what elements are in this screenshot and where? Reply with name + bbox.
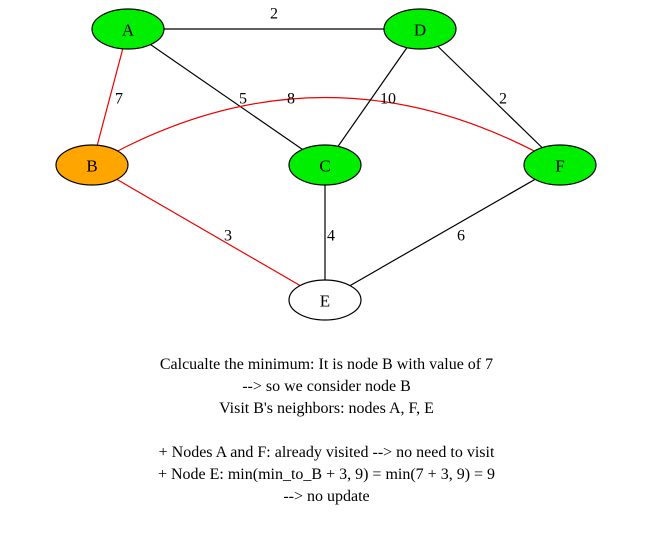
edge-weight-b-f: 8 bbox=[287, 91, 295, 108]
node-a: A bbox=[91, 8, 165, 50]
node-label: C bbox=[319, 157, 330, 176]
node-shape bbox=[55, 144, 129, 186]
explanation-text: Calcualte the minimum: It is node B with… bbox=[0, 354, 653, 508]
edge-weight-f-e: 6 bbox=[457, 228, 465, 245]
edge-a-b bbox=[91, 28, 129, 166]
node-label: D bbox=[414, 21, 426, 40]
node-label: E bbox=[320, 292, 330, 311]
node-label: A bbox=[122, 21, 135, 40]
node-f: F bbox=[523, 144, 597, 186]
edge-b-f bbox=[91, 97, 561, 166]
node-label: B bbox=[86, 157, 97, 176]
caption-line bbox=[0, 420, 653, 442]
edge-a-c bbox=[127, 28, 326, 166]
edge-weight-b-e: 3 bbox=[224, 228, 232, 245]
node-label: F bbox=[555, 157, 564, 176]
edge-d-c bbox=[324, 28, 421, 166]
node-shape bbox=[288, 279, 362, 321]
caption-line: + Nodes A and F: already visited --> no … bbox=[158, 444, 495, 461]
caption-line: Calcualte the minimum: It is node B with… bbox=[159, 356, 494, 373]
edges bbox=[91, 28, 561, 301]
edge-f-e bbox=[324, 164, 561, 301]
node-shape bbox=[523, 144, 597, 186]
graph-diagram: A D B C F E 2 7 5 8 10 2 3 4 6 bbox=[55, 6, 597, 321]
node-shape bbox=[288, 144, 362, 186]
caption-line: --> no update bbox=[283, 488, 370, 505]
edge-weight-a-b: 7 bbox=[115, 91, 123, 108]
edge-weight-labels: 2 7 5 8 10 2 3 4 6 bbox=[115, 6, 507, 245]
node-shape bbox=[383, 8, 457, 50]
edge-d-f bbox=[419, 28, 561, 166]
edge-weight-c-e: 4 bbox=[327, 228, 335, 245]
caption-line: + Node E: min(min_to_B + 3, 9) = min(7 +… bbox=[157, 466, 496, 483]
edge-weight-a-d: 2 bbox=[270, 6, 278, 23]
node-e: E bbox=[288, 279, 362, 321]
edge-weight-d-f: 2 bbox=[499, 91, 507, 108]
edge-weight-a-c: 5 bbox=[239, 91, 247, 108]
node-d: D bbox=[383, 8, 457, 50]
node-c: C bbox=[288, 144, 362, 186]
node-b: B bbox=[55, 144, 129, 186]
caption-line: --> so we consider node B bbox=[242, 378, 411, 395]
caption-line: Visit B's neighbors: nodes A, F, E bbox=[219, 400, 434, 417]
edge-b-e bbox=[91, 164, 326, 301]
nodes: A D B C F E bbox=[55, 8, 597, 321]
node-shape bbox=[91, 8, 165, 50]
edge-weight-d-c: 10 bbox=[380, 91, 396, 108]
